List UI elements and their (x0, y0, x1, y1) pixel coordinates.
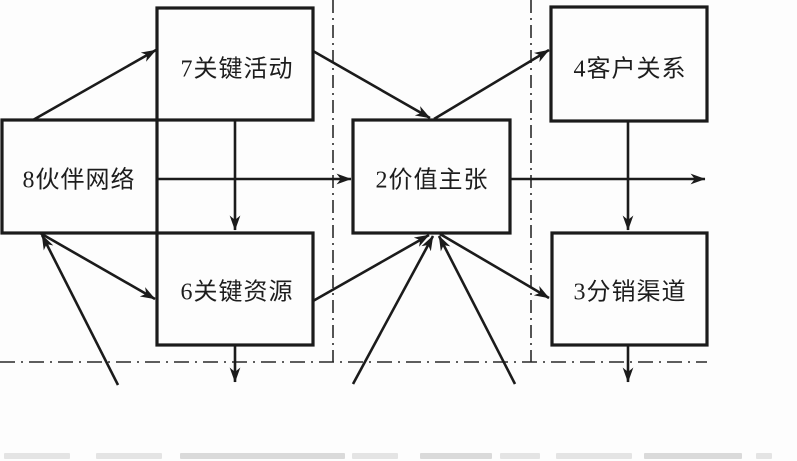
cropped-text-fragment (180, 453, 345, 459)
cropped-text-fragment (756, 453, 772, 459)
label-value-proposition: 2价值主张 (375, 167, 489, 194)
cropped-text-fragment (500, 453, 540, 459)
diagram-arrows (32, 48, 706, 386)
arrow-external-to-partner (40, 234, 120, 386)
cropped-text-strip (0, 452, 797, 461)
cropped-text-fragment (4, 453, 70, 459)
cropped-text-fragment (420, 453, 492, 459)
cropped-text-fragment (352, 453, 398, 459)
label-customer-relationships: 4客户关系 (573, 56, 687, 83)
cropped-text-fragment (556, 453, 632, 459)
cropped-text-fragment (644, 453, 742, 459)
label-key-resources: 6关键资源 (180, 279, 294, 306)
arrow-partner-to-resources (39, 231, 156, 301)
label-key-activities: 7关键活动 (180, 56, 294, 83)
cropped-text-fragment (96, 453, 162, 459)
label-partner-network: 8伙伴网络 (22, 167, 136, 194)
arrow-value-to-channels (439, 232, 550, 300)
arrow-external-left-to-value (351, 235, 435, 385)
label-distribution-channels: 3分销渠道 (573, 279, 687, 306)
box-partner-network (0, 118, 159, 235)
arrow-partner-to-activities (32, 48, 157, 122)
arrow-activities-to-value (312, 49, 431, 120)
box-key-resources (155, 231, 315, 347)
arrow-external-right-to-value (437, 235, 517, 385)
diagram-boxes (0, 5, 709, 347)
arrow-value-to-customer (433, 48, 550, 121)
box-key-activities (155, 6, 315, 122)
arrow-resources-to-value (312, 233, 430, 303)
box-value-proposition (351, 118, 512, 235)
box-distribution-channels (550, 231, 709, 347)
